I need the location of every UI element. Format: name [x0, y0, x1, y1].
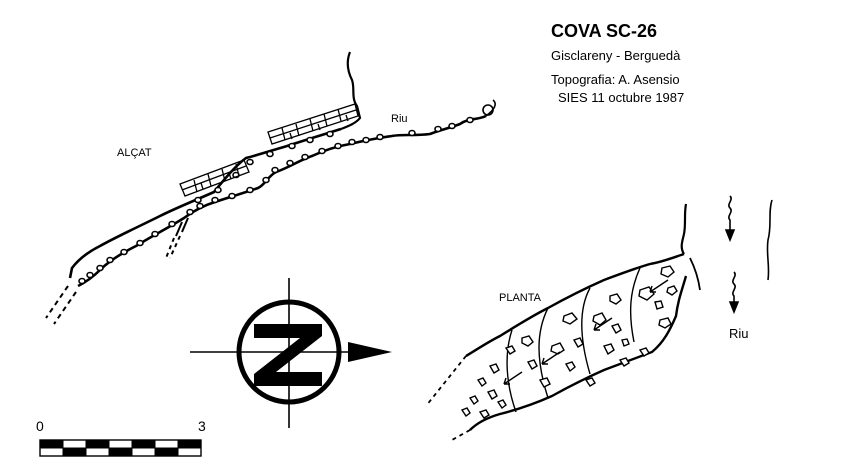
- plan-label: PLANTA: [499, 292, 541, 304]
- elevation-label: ALÇAT: [117, 147, 152, 159]
- survey-location: Gisclareny - Berguedà: [551, 48, 681, 63]
- elevation-lower-wall: [77, 114, 487, 288]
- elevation-outlet: [485, 99, 496, 117]
- plan-view: [425, 195, 773, 441]
- plan-lower-wall: [469, 275, 688, 431]
- plan-bank-line: [766, 199, 773, 281]
- plan-stream-line: [689, 257, 701, 291]
- river-label-plan: Riu: [729, 326, 749, 341]
- elevation-profile: [45, 51, 496, 325]
- flow-arrow-icon: [503, 279, 669, 385]
- survey-title: COVA SC-26: [551, 21, 658, 41]
- plan-rubble: [460, 265, 678, 419]
- survey-topography-credit: Topografia: A. Asensio: [551, 72, 680, 87]
- scale-bar: [39, 439, 202, 457]
- elevation-rubble: [78, 104, 494, 285]
- plan-cliff-line: [680, 203, 688, 255]
- plan-cross-sections: [506, 267, 641, 413]
- elevation-continuation-passage: [165, 235, 181, 259]
- scale-label-start: 0: [36, 418, 44, 434]
- plan-stream-wavy-2: [732, 271, 736, 304]
- survey-date: SIES 11 octubre 1987: [558, 90, 685, 105]
- elevation-continuation-left: [45, 285, 77, 325]
- elevation-cliff-line: [340, 51, 362, 131]
- plan-upper-wall: [465, 252, 685, 358]
- plan-stream-wavy-1: [728, 195, 732, 232]
- elevation-upper-wall: [68, 127, 342, 279]
- plan-stream-arrow-1: [724, 229, 736, 243]
- plan-continuation: [425, 355, 471, 441]
- plan-stream-arrow-2: [728, 301, 740, 315]
- north-arrow-icon: [190, 278, 392, 428]
- river-label-elevation: Riu: [391, 113, 408, 125]
- elevation-strata: [179, 103, 359, 197]
- elevation-side-passage: [175, 217, 189, 237]
- scale-label-end: 3: [198, 418, 206, 434]
